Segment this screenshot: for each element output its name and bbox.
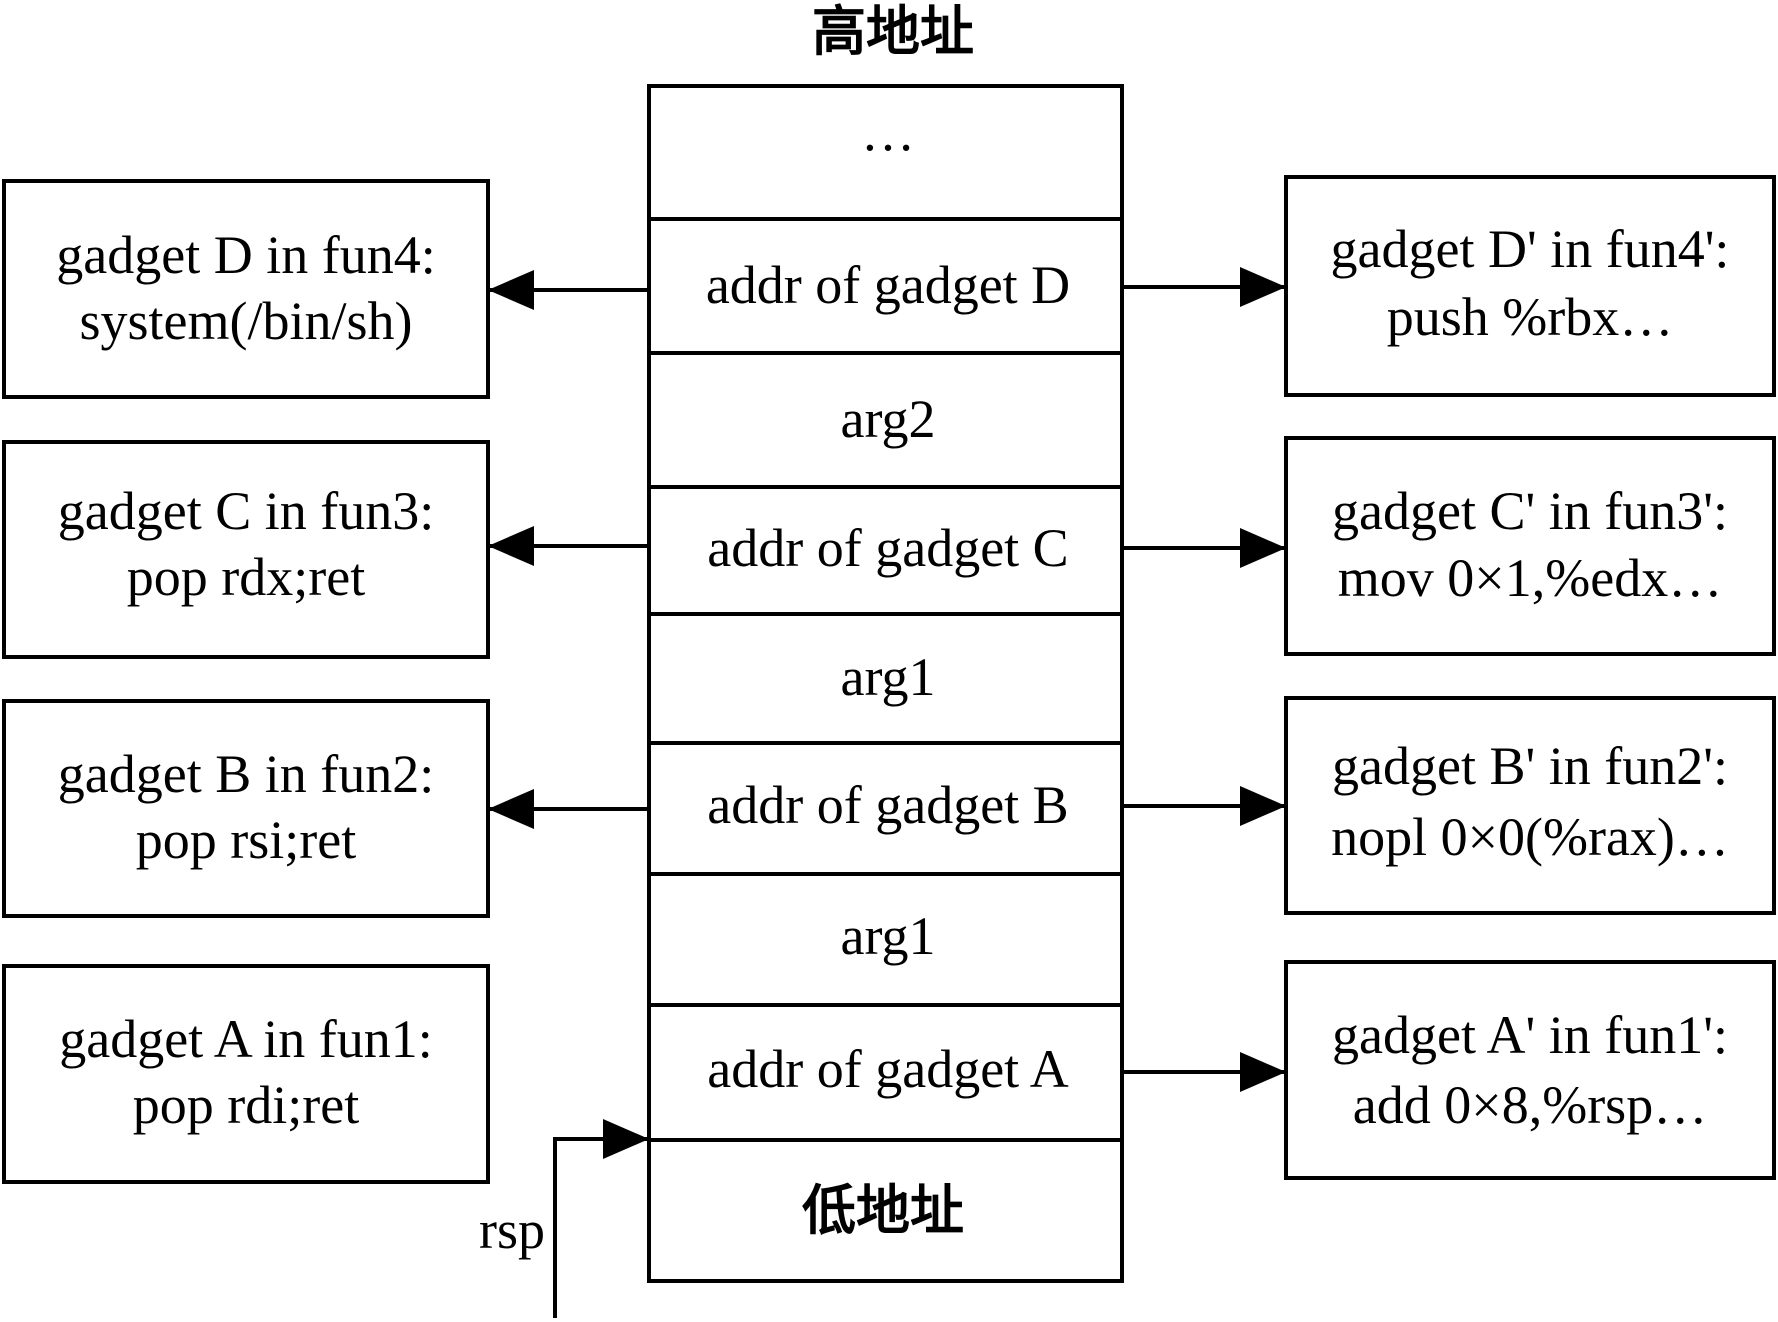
right-gadget-b-code: nopl 0×0(%rax)…	[1331, 807, 1729, 867]
left-gadget-c-title: gadget C in fun3:	[58, 481, 434, 541]
rsp-pointer-arrow	[553, 1119, 649, 1318]
stack-cell-addr-gadget-c: addr of gadget C	[707, 518, 1068, 578]
left-gadget-box-d	[2, 179, 490, 399]
right-gadget-d-title: gadget D' in fun4':	[1331, 219, 1730, 279]
right-gadget-box-c	[1284, 436, 1776, 656]
left-gadget-b-title: gadget B in fun2:	[58, 744, 434, 804]
left-gadget-d-code: system(/bin/sh)	[80, 291, 413, 351]
right-gadget-a-title: gadget A' in fun1':	[1332, 1005, 1728, 1065]
stack-cell-addr-gadget-b: addr of gadget B	[707, 775, 1068, 835]
right-gadget-d-code: push %rbx…	[1387, 287, 1673, 347]
stack-cell-arg1: arg1	[841, 647, 936, 707]
stack-cell-arg1: arg1	[841, 906, 936, 966]
stack-cell-ellipsis: …	[861, 102, 915, 162]
left-gadget-c-code: pop rdx;ret	[127, 547, 365, 607]
right-gadget-c-title: gadget C' in fun3':	[1332, 481, 1728, 541]
right-gadget-a-code: add 0×8,%rsp…	[1353, 1075, 1707, 1135]
high-address-label: 高地址	[812, 2, 974, 62]
left-gadget-a-title: gadget A in fun1:	[59, 1009, 432, 1069]
stack-cell-addr-gadget-a: addr of gadget A	[707, 1039, 1068, 1099]
right-gadget-box-b	[1284, 696, 1776, 915]
rsp-label: rsp	[479, 1200, 545, 1260]
left-gadget-a-code: pop rdi;ret	[133, 1075, 359, 1135]
stack-cell-arg2: arg2	[841, 389, 936, 449]
left-gadget-box-a	[2, 964, 490, 1184]
left-gadget-b-code: pop rsi;ret	[136, 810, 356, 870]
left-gadget-d-title: gadget D in fun4:	[56, 225, 435, 285]
stack-cell-addr-gadget-d: addr of gadget D	[706, 255, 1070, 315]
right-gadget-c-code: mov 0×1,%edx…	[1338, 548, 1722, 608]
left-gadget-box-b	[2, 699, 490, 918]
stack-frame	[647, 84, 1124, 1283]
right-gadget-b-title: gadget B' in fun2':	[1332, 736, 1728, 796]
stack-column	[647, 84, 1124, 1283]
stack-cell-low-address: 低地址	[802, 1181, 964, 1241]
right-gadget-box-d	[1284, 175, 1776, 397]
right-gadget-box-a	[1284, 960, 1776, 1180]
